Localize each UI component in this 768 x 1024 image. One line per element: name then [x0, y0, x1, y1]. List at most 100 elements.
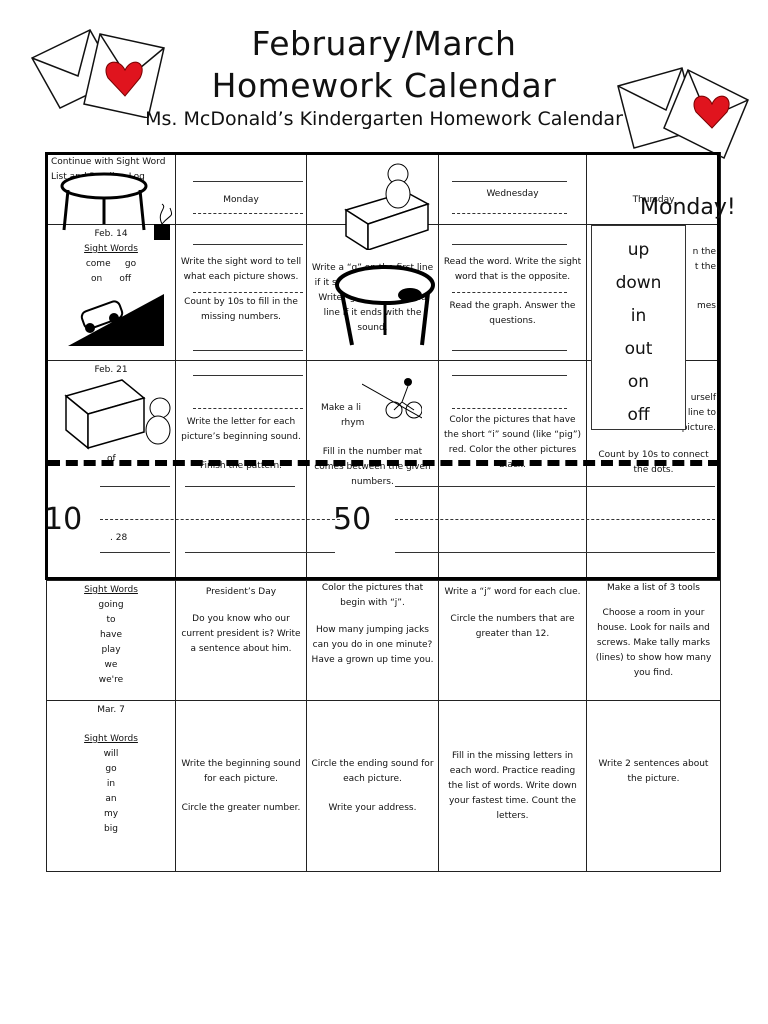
text-fragment: urself	[690, 393, 716, 403]
assignment-text: rhym	[341, 418, 365, 428]
row4-col3: Color the pictures that begin with “j”. …	[306, 580, 439, 701]
writing-line	[395, 519, 715, 520]
holiday-label: President’s Day	[205, 587, 277, 597]
envelope-heart-right-icon	[617, 67, 749, 160]
teddy-on-box-icon	[344, 163, 430, 250]
title-line-1: February/March	[251, 24, 517, 63]
writing-line	[193, 292, 303, 293]
opposite-word: out	[624, 339, 653, 359]
day-header-thursday: Thursday	[632, 195, 675, 205]
assignment-text: Count by 10s to connect the dots.	[598, 450, 709, 475]
writing-line	[193, 375, 303, 376]
row4-col1: Sight Words going to have play we we're	[46, 580, 176, 701]
writing-line	[395, 486, 715, 487]
writing-line	[452, 292, 567, 293]
assignment-text: Choose a room in your house. Look for na…	[595, 608, 712, 678]
writing-line	[452, 181, 567, 182]
number-fifty: 50	[333, 502, 372, 537]
week-date: . 28	[110, 533, 128, 543]
assignment-text: Count by 10s to fill in the missing numb…	[184, 297, 298, 322]
sight-word: we	[104, 660, 118, 670]
row4-col5: Make a list of 3 tools Choose a room in …	[586, 580, 721, 701]
text-fragment: line to	[687, 408, 716, 418]
envelope-heart-left-icon	[30, 29, 165, 118]
text-fragment: t the	[694, 262, 716, 272]
opposite-word: down	[615, 273, 662, 293]
assignment-text: Fill in the number mat comes between the…	[314, 447, 431, 487]
sight-word: going	[98, 600, 124, 610]
assignment-text: Write the sight word to tell what each p…	[180, 257, 302, 282]
sight-word: we're	[98, 675, 124, 685]
assignment-text: How many jumping jacks can you do in one…	[311, 625, 434, 665]
car-on-hill-icon	[68, 294, 164, 346]
opposite-word: up	[627, 240, 650, 260]
overlay-frame	[45, 152, 720, 580]
assignment-text: Write 2 sentences about the picture.	[598, 759, 709, 784]
day-header-monday: Monday	[223, 195, 259, 205]
assignment-text: Write a “j” word for each clue.	[444, 587, 581, 597]
writing-line	[193, 350, 303, 351]
writing-line	[185, 552, 335, 553]
writing-line	[452, 244, 567, 245]
row5-col1: Mar. 7 Sight Words will go in an my big	[46, 700, 176, 872]
assignment-text: Make a list of 3 tools	[607, 583, 700, 593]
bicycle-rider-icon	[362, 378, 422, 419]
writing-line	[452, 408, 567, 409]
assignment-text: Write the letter for each picture’s begi…	[181, 417, 301, 442]
sight-word: play	[101, 645, 121, 655]
subtitle: Ms. McDonald’s Kindergarten Homework Cal…	[145, 108, 623, 130]
number-ten: 10	[44, 502, 83, 537]
assignment-text: Write the beginning sound for each pictu…	[181, 759, 301, 784]
row4-col2: President’s Day Do you know who our curr…	[175, 580, 307, 701]
writing-line	[193, 244, 303, 245]
row5-col5: Write 2 sentences about the picture.	[586, 700, 721, 872]
assignment-text: Finish the pattern.	[199, 461, 283, 471]
sight-word: go	[105, 764, 117, 774]
opposite-word: on	[627, 372, 650, 392]
title-line-2: Homework Calendar	[211, 66, 557, 105]
text-fragment: the picture.	[664, 423, 716, 433]
sight-word: an	[105, 794, 117, 804]
stool-clipart-icon	[335, 265, 435, 346]
assignment-text: Circle the greater number.	[181, 803, 301, 813]
dashed-divider	[48, 460, 720, 466]
opposite-word: off	[627, 405, 650, 425]
sight-word: my	[103, 809, 119, 819]
writing-line	[395, 552, 715, 553]
week-date: Mar. 7	[97, 705, 125, 715]
writing-line	[193, 181, 303, 182]
row4-col4: Write a “j” word for each clue. Circle t…	[438, 580, 587, 701]
sight-word: big	[104, 824, 118, 834]
sight-words-label: Sight Words	[84, 734, 138, 744]
writing-line	[100, 519, 340, 520]
opposite-word: in	[630, 306, 647, 326]
box-with-bear-icon	[64, 379, 171, 450]
week-date: Feb. 21	[94, 365, 128, 375]
text-fragment: of	[107, 454, 116, 464]
table-clipart-icon	[60, 172, 173, 240]
sight-word: have	[99, 630, 123, 640]
assignment-text: Read the graph. Answer the questions.	[449, 301, 576, 326]
sight-word: in	[106, 779, 116, 789]
writing-line	[452, 213, 567, 214]
sight-words-label: Sight Words	[84, 244, 138, 254]
writing-line	[452, 375, 567, 376]
sight-word: will	[103, 749, 119, 759]
assignment-text: Circle the ending sound for each picture…	[311, 759, 434, 784]
writing-line	[452, 350, 567, 351]
row5-col4: Fill in the missing letters in each word…	[438, 700, 587, 872]
week-date: Feb. 14	[94, 229, 128, 239]
writing-line	[100, 486, 170, 487]
sight-words-line: come go	[85, 259, 137, 269]
row5-col2: Write the beginning sound for each pictu…	[175, 700, 307, 872]
row5-col3: Circle the ending sound for each picture…	[306, 700, 439, 872]
writing-line	[185, 486, 295, 487]
assignment-text: Make a li	[321, 403, 361, 413]
script-word-monday: Monday!	[640, 195, 736, 220]
assignment-text: Fill in the missing letters in each word…	[448, 751, 577, 821]
text-fragment: mes	[697, 301, 716, 311]
assignment-text: Write your address.	[328, 803, 417, 813]
assignment-text: Circle the numbers that are greater than…	[450, 614, 575, 639]
sight-words-label: Sight Words	[84, 585, 138, 595]
day-header-wednesday: Wednesday	[486, 189, 539, 199]
